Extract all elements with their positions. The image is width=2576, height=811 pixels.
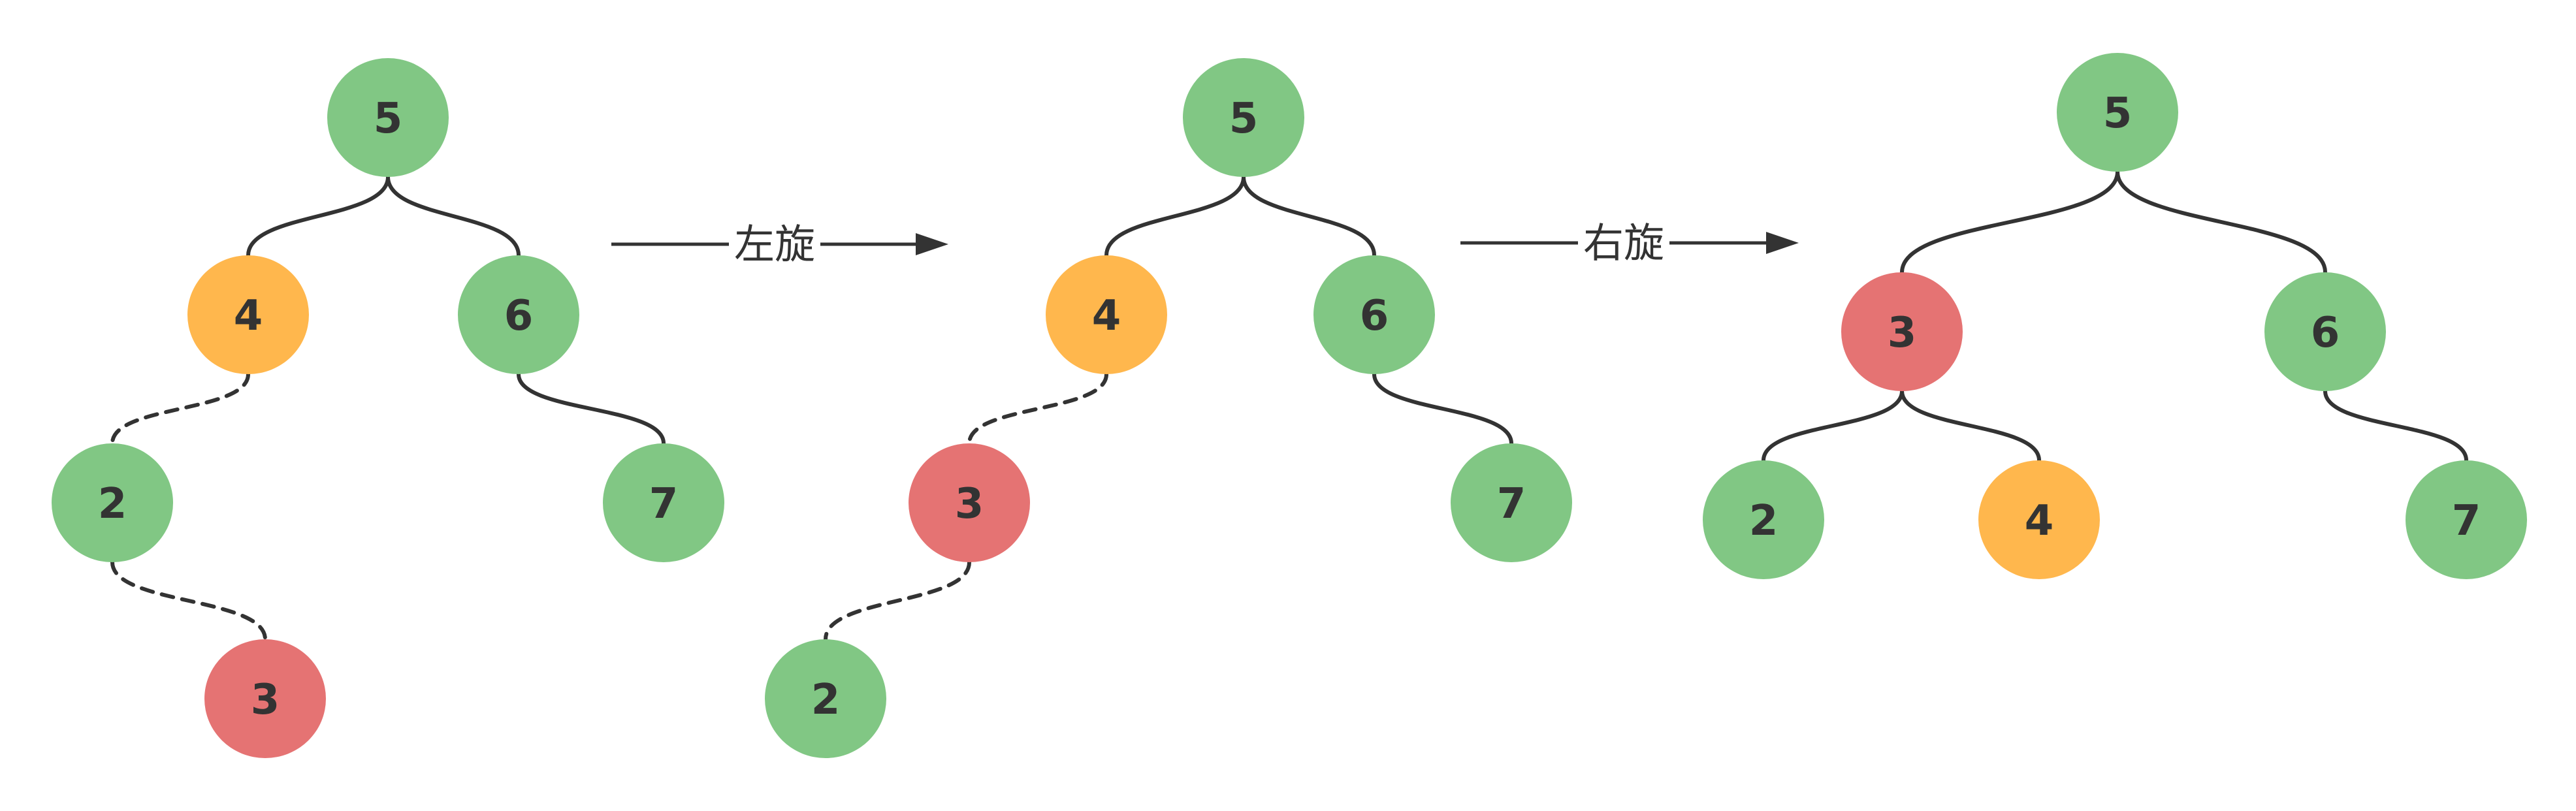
node-label: 6: [504, 292, 534, 340]
edge-t3-6-t3-7: [2323, 389, 2468, 462]
rotation-label: 右旋: [1583, 219, 1664, 267]
arrow-head: [916, 233, 948, 255]
node-label: 4: [234, 292, 263, 340]
node-label: 7: [2452, 497, 2481, 545]
node-label: 7: [649, 480, 679, 528]
rotation-arrow-1: 左旋: [611, 221, 948, 268]
tree-1-node-6: 6: [458, 255, 579, 374]
edge-t3-5-t3-3: [1900, 170, 2119, 274]
node-circle-green: [2264, 272, 2386, 391]
tree-1-node-4: 4: [187, 255, 309, 374]
tree-2-node-7: 7: [1451, 443, 1572, 562]
tree-2-node-4: 4: [1046, 255, 1167, 374]
node-circle-green: [458, 255, 579, 374]
node-circle-green: [1703, 460, 1824, 579]
node-circle-green: [327, 58, 449, 177]
node-label: 3: [955, 480, 984, 528]
tree-2-node-3: 3: [909, 443, 1030, 562]
edge-t3-5-t3-6: [2116, 170, 2327, 274]
node-circle-green: [2406, 460, 2527, 579]
node-circle-orange: [1046, 255, 1167, 374]
node-circle-orange: [187, 255, 309, 374]
edge-t1-4-t1-2: [110, 372, 250, 445]
tree-2-node-2: 2: [765, 639, 886, 758]
edges-layer: [110, 170, 2468, 641]
node-circle-red: [909, 443, 1030, 562]
tree-3-node-7: 7: [2406, 460, 2527, 579]
rotation-arrow-2: 右旋: [1460, 219, 1799, 267]
edge-t3-3-t3-2: [1762, 389, 1904, 462]
edge-t2-6-t2-7: [1372, 372, 1513, 445]
node-label: 2: [1749, 497, 1779, 545]
node-circle-orange: [1978, 460, 2100, 579]
node-circle-green: [52, 443, 173, 562]
node-label: 6: [2311, 309, 2340, 357]
node-circle-green: [1183, 58, 1304, 177]
node-circle-green: [1313, 255, 1435, 374]
edge-t2-5-t2-6: [1242, 175, 1376, 257]
tree-3-node-3: 3: [1841, 272, 1963, 391]
node-label: 3: [251, 676, 280, 724]
node-circle-green: [2057, 53, 2178, 172]
edge-t3-3-t3-4: [1900, 389, 2041, 462]
node-circle-red: [204, 639, 326, 758]
tree-1-node-2: 2: [52, 443, 173, 562]
node-circle-red: [1841, 272, 1963, 391]
node-label: 4: [1092, 292, 1121, 340]
node-label: 2: [98, 480, 127, 528]
node-label: 5: [1229, 95, 1259, 143]
node-label: 3: [1888, 309, 1917, 357]
node-circle-green: [603, 443, 724, 562]
edge-t1-5-t1-4: [246, 175, 390, 257]
tree-3-node-5: 5: [2057, 53, 2178, 172]
node-label: 5: [2103, 89, 2133, 138]
tree-3-node-6: 6: [2264, 272, 2386, 391]
edge-t2-3-t2-2: [824, 560, 971, 641]
node-circle-green: [765, 639, 886, 758]
node-label: 4: [2025, 497, 2054, 545]
node-label: 6: [1360, 292, 1389, 340]
edge-t1-6-t1-7: [517, 372, 666, 445]
node-label: 5: [374, 95, 403, 143]
edge-t2-5-t2-4: [1104, 175, 1246, 257]
tree-1-node-7: 7: [603, 443, 724, 562]
tree-1-node-5: 5: [327, 58, 449, 177]
arrow-head: [1766, 232, 1799, 254]
node-label: 2: [811, 676, 841, 724]
tree-2-node-5: 5: [1183, 58, 1304, 177]
rotation-label: 左旋: [734, 221, 815, 268]
edge-t2-4-t2-3: [967, 372, 1108, 445]
node-label: 7: [1497, 480, 1526, 528]
edge-t1-2-t1-3: [110, 560, 267, 641]
tree-1-node-3: 3: [204, 639, 326, 758]
tree-3-node-2: 2: [1703, 460, 1824, 579]
tree-3-node-4: 4: [1978, 460, 2100, 579]
edge-t1-5-t1-6: [386, 175, 521, 257]
nodes-layer: 5 4 6 2 7 3 5 4 6 3 7 2 5 3 6 2 4 7: [52, 53, 2527, 758]
arrows-layer: 左旋 右旋: [611, 219, 1799, 268]
node-circle-green: [1451, 443, 1572, 562]
tree-2-node-6: 6: [1313, 255, 1435, 374]
